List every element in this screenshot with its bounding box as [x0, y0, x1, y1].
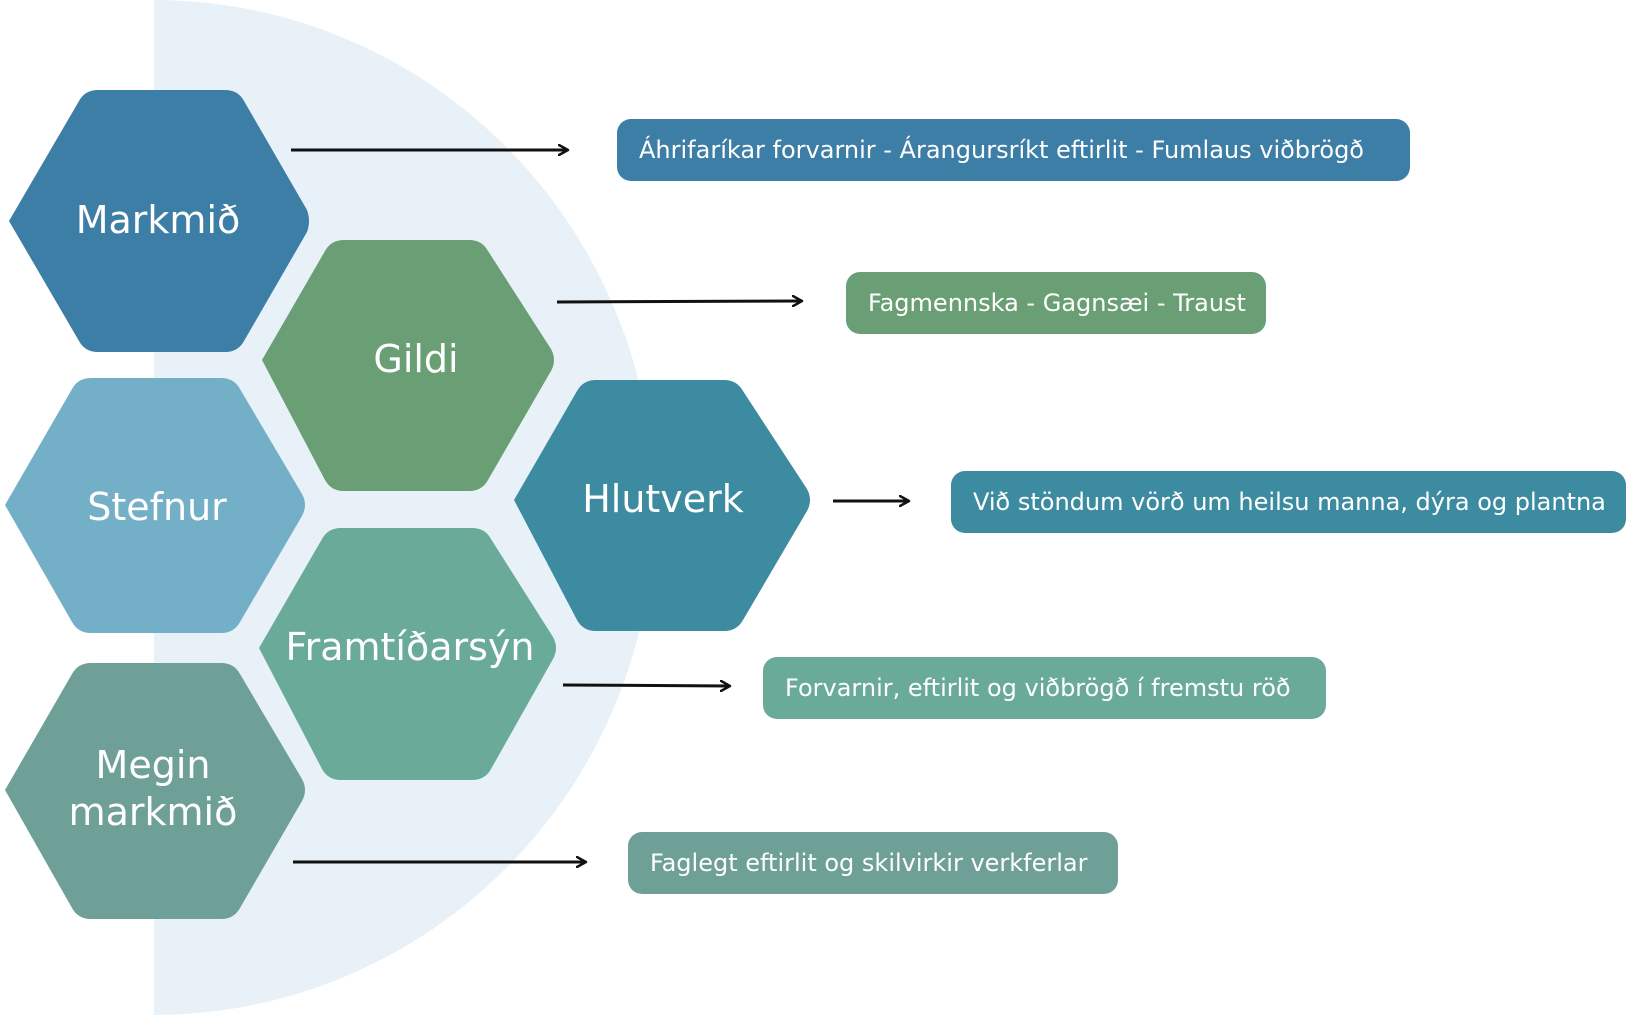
hexagon-megin-markmid: Megin markmið — [5, 663, 305, 919]
statement-gildi: Fagmennska - Gagnsæi - Traust — [846, 272, 1266, 334]
arrow-gildi — [556, 301, 802, 302]
arrow-framtidarsyn — [562, 685, 730, 686]
statement-markmid: Áhrifaríkar forvarnir - Árangursríkt eft… — [617, 119, 1410, 181]
hexagon-hlutverk: Hlutverk — [514, 380, 810, 631]
hexagon-label-megin-line1: Megin — [96, 743, 211, 787]
hexagon-framtidarsyn: Framtíðarsýn — [259, 528, 556, 780]
statement-hlutverk: Við stöndum vörð um heilsu manna, dýra o… — [951, 471, 1626, 533]
hexagon-label-megin-line2: markmið — [69, 790, 238, 834]
hexagon-label-gildi: Gildi — [373, 337, 458, 381]
hexagon-markmid: Markmið — [9, 90, 309, 352]
hexagon-gildi: Gildi — [262, 240, 554, 491]
hexagon-label-framtidarsyn: Framtíðarsýn — [285, 625, 534, 669]
hexagon-stefnur: Stefnur — [5, 378, 305, 633]
statement-framtidarsyn: Forvarnir, eftirlit og viðbrögð í fremst… — [763, 657, 1326, 719]
hexagon-label-markmid: Markmið — [76, 198, 241, 242]
statement-megin-markmid: Faglegt eftirlit og skilvirkir verkferla… — [628, 832, 1118, 894]
hexagon-label-hlutverk: Hlutverk — [582, 477, 744, 521]
hexagon-label-stefnur: Stefnur — [87, 485, 227, 529]
